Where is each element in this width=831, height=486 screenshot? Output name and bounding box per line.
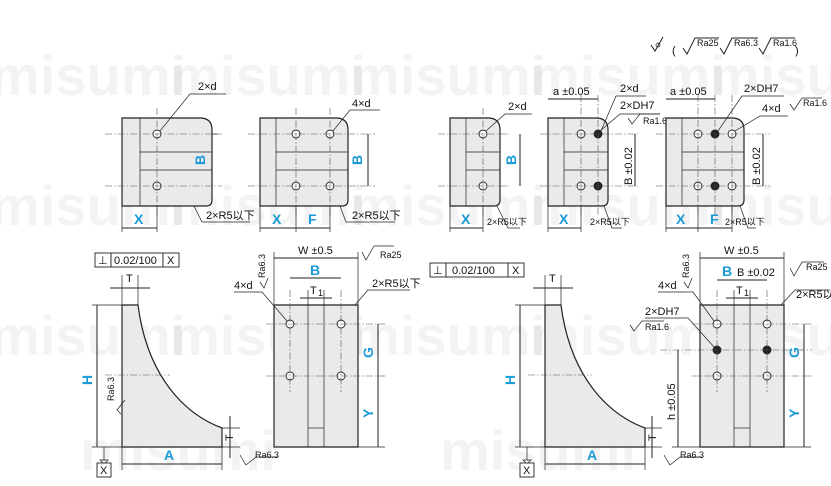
svg-text:X: X	[559, 211, 569, 227]
svg-text:misumi: misumi	[350, 44, 546, 107]
svg-text:Ra6.3: Ra6.3	[255, 450, 279, 460]
svg-text:B: B	[349, 155, 365, 165]
svg-text:Ra6.3: Ra6.3	[257, 254, 267, 278]
svg-text:misumi: misumi	[0, 44, 186, 107]
svg-text:misumi: misumi	[0, 304, 186, 367]
svg-text:F: F	[710, 211, 719, 227]
view-2-holes: B X 2×d 2×R5以下	[105, 81, 255, 232]
svg-text:4×d: 4×d	[234, 280, 253, 292]
svg-text:2×d: 2×d	[508, 101, 527, 113]
svg-text:T: T	[647, 434, 659, 441]
svg-text:T: T	[310, 285, 317, 297]
svg-text:A: A	[164, 447, 174, 463]
side-view-right: ⊥ 0.02/100 X T H A T X Ra6.3	[429, 262, 704, 478]
svg-text:2×DH7: 2×DH7	[645, 306, 680, 318]
svg-text:2×d: 2×d	[198, 81, 217, 93]
svg-text:T: T	[126, 273, 133, 285]
svg-text:0.02/100: 0.02/100	[114, 255, 157, 267]
svg-text:h ±0.05: h ±0.05	[666, 383, 678, 420]
svg-text:Ra1.6: Ra1.6	[643, 116, 667, 126]
svg-text:1: 1	[318, 288, 323, 298]
svg-text:X: X	[100, 465, 108, 477]
svg-text:a ±0.05: a ±0.05	[553, 86, 590, 98]
svg-text:(: (	[672, 45, 676, 57]
svg-text:X: X	[523, 465, 531, 477]
svg-text:B ±0.02: B ±0.02	[751, 147, 763, 185]
svg-text:X: X	[461, 211, 471, 227]
svg-text:2×R5以下: 2×R5以下	[590, 217, 630, 227]
svg-text:2×R5以下: 2×R5以下	[796, 289, 831, 301]
svg-text:B: B	[722, 263, 732, 279]
svg-text:2×R5以下: 2×R5以下	[725, 217, 765, 227]
svg-text:Ra25: Ra25	[806, 262, 828, 272]
svg-text:T: T	[224, 434, 236, 441]
svg-text:Ra6.3: Ra6.3	[734, 38, 758, 48]
svg-text:2×R5以下: 2×R5以下	[206, 210, 255, 222]
svg-text:Ra1.6: Ra1.6	[803, 98, 827, 108]
svg-text:⊥: ⊥	[433, 265, 443, 277]
view-dowel-2-holes: a ±0.05 B ±0.02 X 2×d 2×DH7 Ra1.6 2×R5以下	[540, 83, 667, 232]
svg-text:X: X	[512, 265, 520, 277]
svg-text:T: T	[736, 285, 743, 297]
svg-text:W ±0.5: W ±0.5	[298, 245, 333, 257]
svg-text:4×d: 4×d	[658, 280, 677, 292]
svg-text:Ra6.3: Ra6.3	[106, 377, 116, 401]
svg-text:F: F	[308, 211, 317, 227]
svg-text:B ±0.02: B ±0.02	[623, 147, 635, 185]
svg-text:misumi: misumi	[350, 174, 546, 237]
svg-text:X: X	[167, 255, 175, 267]
front-view-left: W ±0.5 B T 1 G Y 4×d Ra6.3 2×R5以下 Ra25	[234, 245, 421, 448]
view-dowel-4-holes: a ±0.05 B ±0.02 X F 2×DH7 4×d Ra1.6 2×R5…	[656, 83, 827, 232]
svg-text:misumi: misumi	[170, 44, 366, 107]
side-view-left: ⊥ 0.02/100 X T H Ra6.3 A T X Ra6.3	[79, 252, 279, 478]
svg-text:Ra25: Ra25	[380, 250, 402, 260]
svg-text:2×d: 2×d	[620, 83, 639, 95]
svg-text:4×d: 4×d	[762, 103, 781, 115]
svg-text:⊥: ⊥	[98, 255, 108, 267]
svg-text:Ra1.6: Ra1.6	[773, 38, 797, 48]
view-4-holes: B X F 4×d 2×R5以下	[248, 98, 401, 232]
svg-text:): )	[795, 45, 799, 57]
svg-text:T: T	[549, 273, 556, 285]
svg-text:X: X	[272, 211, 282, 227]
svg-text:2×R5以下: 2×R5以下	[352, 210, 401, 222]
front-view-right: W ±0.5 B B ±0.02 T 1 G Y h ±0.05 4×d Ra6…	[629, 245, 831, 448]
svg-text:Y: Y	[360, 408, 376, 418]
svg-text:Ra6.3: Ra6.3	[680, 450, 704, 460]
svg-text:2×R5以下: 2×R5以下	[372, 278, 421, 290]
svg-text:G: G	[786, 347, 802, 358]
svg-text:4×d: 4×d	[352, 98, 371, 110]
svg-text:Ra25: Ra25	[697, 38, 719, 48]
svg-text:Y: Y	[786, 408, 802, 418]
view-2-holes-b: B X 2×d 2×R5以下	[438, 101, 532, 232]
svg-text:Ra1.6: Ra1.6	[645, 322, 669, 332]
svg-text:2×DH7: 2×DH7	[620, 100, 655, 112]
svg-text:G: G	[360, 347, 376, 358]
svg-text:0.02/100: 0.02/100	[452, 265, 495, 277]
svg-text:X: X	[676, 211, 686, 227]
svg-text:H: H	[79, 375, 95, 385]
svg-text:2×R5以下: 2×R5以下	[487, 217, 527, 227]
svg-text:A: A	[587, 447, 597, 463]
svg-text:H: H	[502, 375, 518, 385]
svg-text:misumi: misumi	[530, 44, 726, 107]
svg-text:B ±0.02: B ±0.02	[737, 267, 775, 279]
svg-text:B: B	[310, 262, 320, 278]
surface-finish-legend: ( Ra25 Ra6.3 Ra1.6 )	[650, 36, 799, 57]
svg-text:misumi: misumi	[350, 304, 546, 367]
svg-text:B: B	[192, 155, 208, 165]
svg-text:misumi: misumi	[710, 44, 831, 107]
svg-text:a ±0.05: a ±0.05	[670, 86, 707, 98]
svg-text:2×DH7: 2×DH7	[744, 83, 779, 95]
svg-text:Ra6.3: Ra6.3	[681, 254, 691, 278]
svg-text:1: 1	[744, 288, 749, 298]
svg-text:B: B	[503, 155, 519, 165]
svg-text:X: X	[134, 211, 144, 227]
svg-text:W ±0.5: W ±0.5	[724, 245, 759, 257]
